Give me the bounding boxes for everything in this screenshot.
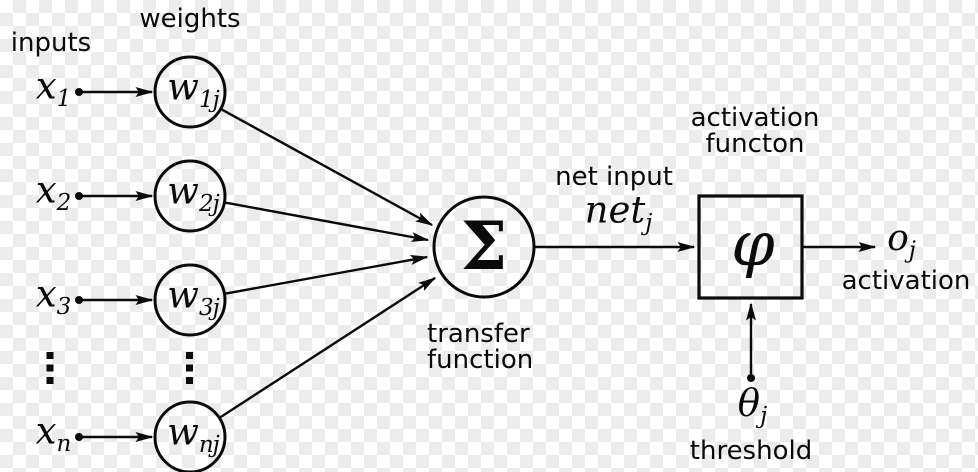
- net-subscript: j: [645, 210, 652, 237]
- activation-function-label: activation functon: [691, 105, 820, 157]
- threshold-connection: [746, 302, 756, 382]
- activation-function-line2: functon: [705, 129, 805, 159]
- input-label-x3: x3: [35, 272, 71, 321]
- input-subscript: n: [56, 431, 72, 458]
- weight-label-w1j: w1j: [167, 65, 219, 114]
- net-input-symbol: netj: [584, 188, 653, 237]
- weight-subscript: 3j: [198, 295, 220, 322]
- weight-circle: [153, 55, 227, 129]
- threshold-symbol: θj: [737, 381, 767, 430]
- weight-nodes: [153, 55, 227, 472]
- weight-label-wnj: wnj: [167, 410, 220, 459]
- input-var: x: [35, 409, 57, 453]
- threshold-label: threshold: [689, 436, 813, 466]
- input-label-x2: x2: [35, 168, 71, 217]
- input-var: x: [35, 272, 57, 316]
- input-subscript: 3: [56, 294, 72, 321]
- transfer-function-line2: function: [427, 345, 534, 375]
- weight-to-sum-connections: [218, 107, 437, 419]
- weight-subscript: 1j: [198, 87, 220, 114]
- weight-circle: [153, 263, 227, 337]
- vertical-ellipsis: [46, 352, 193, 384]
- input-var: x: [35, 168, 57, 212]
- transfer-function-label: transfer function: [427, 321, 533, 373]
- threshold-subscript: j: [760, 403, 767, 430]
- input-subscript: 1: [56, 86, 72, 113]
- weight-to-sum-line: [224, 201, 430, 242]
- weight-circle: [153, 159, 227, 233]
- weight-to-sum-line: [218, 276, 437, 419]
- threshold-var: θ: [737, 381, 761, 425]
- input-var: x: [35, 64, 57, 108]
- weight-var: w: [167, 410, 199, 454]
- activation-box: [697, 194, 804, 300]
- input-label-x1: x1: [35, 64, 71, 113]
- output-subscript: j: [908, 237, 916, 264]
- weights-label: weights: [139, 4, 241, 34]
- threshold-dot: [747, 374, 755, 382]
- weight-var: w: [167, 65, 199, 109]
- sum-symbol: Σ: [460, 207, 508, 285]
- net-input-label: net input: [555, 162, 673, 192]
- weight-var: w: [167, 273, 199, 317]
- output-symbol: oj: [887, 218, 916, 264]
- weight-subscript: nj: [198, 432, 220, 459]
- input-connections: [75, 87, 154, 442]
- weight-label-w2j: w2j: [167, 169, 219, 218]
- weight-to-sum-line: [224, 255, 429, 295]
- net-var: net: [584, 188, 646, 232]
- weight-label-w3j: w3j: [167, 273, 219, 322]
- input-subscript: 2: [56, 190, 72, 217]
- output-var: o: [887, 218, 909, 259]
- input-label-xn: xn: [35, 409, 72, 458]
- transfer-function-line1: transfer: [427, 319, 530, 349]
- output-activation-label: activation: [841, 266, 971, 296]
- activation-symbol: φ: [731, 207, 775, 280]
- weight-circle: [153, 400, 227, 472]
- inputs-label: inputs: [10, 28, 92, 58]
- weight-to-sum-line: [220, 107, 434, 227]
- weight-var: w: [167, 169, 199, 213]
- weight-subscript: 2j: [198, 191, 220, 218]
- activation-function-line1: activation: [690, 103, 820, 133]
